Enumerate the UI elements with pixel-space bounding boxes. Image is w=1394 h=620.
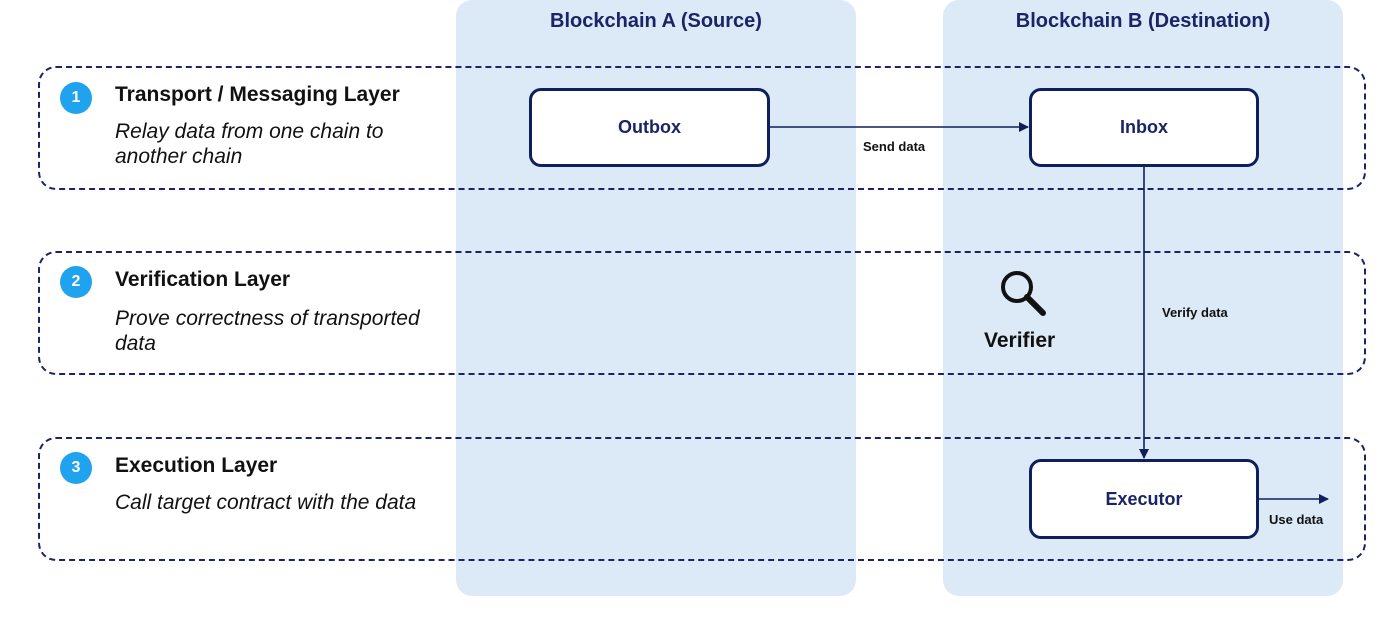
destination-chain-title: Blockchain B (Destination)	[1015, 10, 1271, 32]
source-chain-title: Blockchain A (Source)	[550, 10, 762, 32]
transport-layer-band	[38, 66, 1366, 190]
execution-layer-band	[38, 437, 1366, 561]
outbox-node: Outbox	[529, 88, 770, 167]
layer-2-badge: 2	[60, 266, 92, 298]
layer-3-badge: 3	[60, 452, 92, 484]
verify-data-label: Verify data	[1162, 305, 1228, 320]
inbox-node: Inbox	[1029, 88, 1259, 167]
verification-layer-band	[38, 251, 1366, 375]
verifier-label: Verifier	[984, 329, 1056, 352]
layer-2-title: Verification Layer	[115, 268, 291, 291]
layer-3-description: Call target contract with the data	[115, 491, 417, 514]
layer-1-description: Relay data from one chain to another cha…	[115, 120, 384, 168]
layer-1-badge: 1	[60, 82, 92, 114]
executor-node: Executor	[1029, 459, 1259, 539]
layer-1-title: Transport / Messaging Layer	[115, 83, 400, 106]
layer-3-title: Execution Layer	[115, 454, 278, 477]
send-data-label: Send data	[863, 139, 926, 154]
magnifier-icon	[1001, 271, 1046, 316]
layer-2-description: Prove correctness of transported data	[115, 307, 420, 355]
use-data-label: Use data	[1269, 512, 1324, 527]
